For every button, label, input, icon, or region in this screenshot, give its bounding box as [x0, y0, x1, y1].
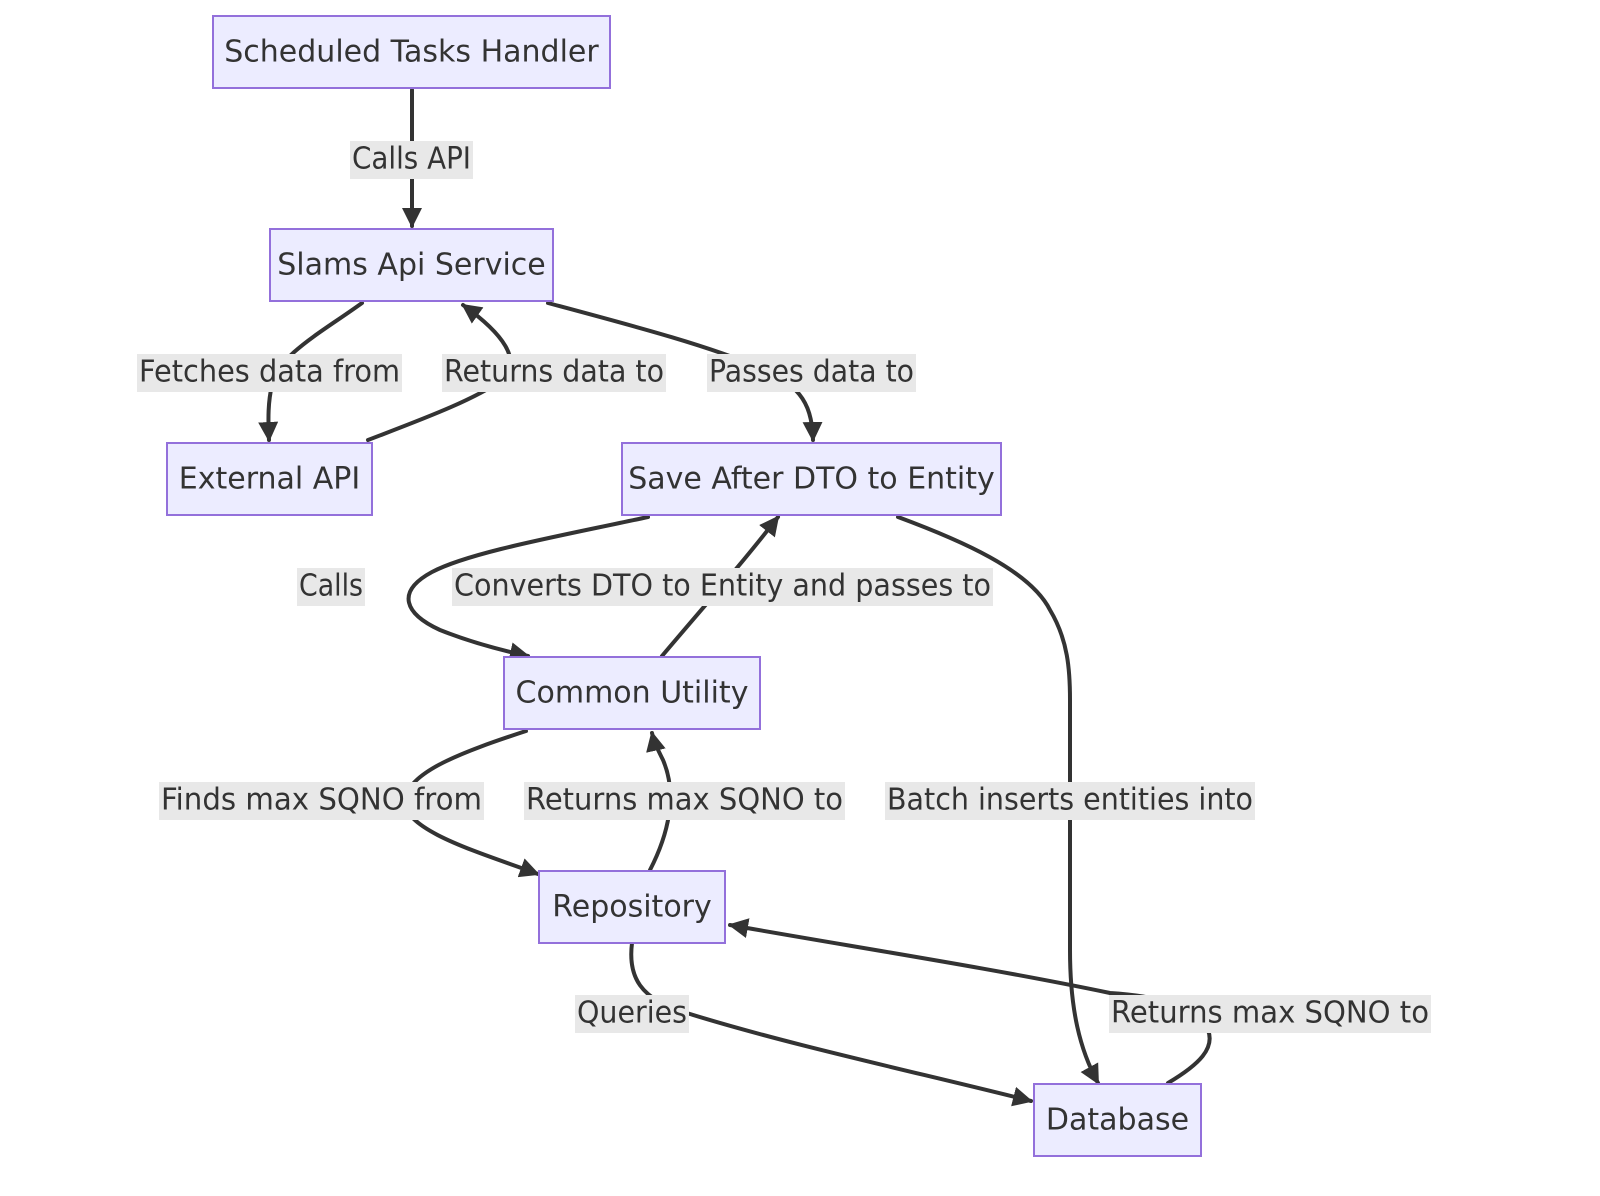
- node-slams-api-service: Slams Api Service: [269, 228, 554, 302]
- svg-text:Calls API: Calls API: [352, 142, 471, 177]
- node-label: Repository: [552, 890, 712, 925]
- node-scheduled-tasks-handler: Scheduled Tasks Handler: [212, 15, 611, 89]
- node-label: Scheduled Tasks Handler: [224, 35, 599, 70]
- node-label: Database: [1046, 1103, 1189, 1138]
- node-label: Save After DTO to Entity: [628, 462, 995, 497]
- edge-label-passes-data-to: Passes data to: [707, 354, 916, 392]
- node-common-utility: Common Utility: [503, 656, 761, 730]
- node-save-after-dto-to-entity: Save After DTO to Entity: [621, 442, 1002, 516]
- svg-text:Returns data to: Returns data to: [444, 355, 664, 390]
- edge-label-returns-data-to: Returns data to: [442, 354, 666, 392]
- edge-label-queries: Queries: [575, 995, 689, 1033]
- edge-label-returns-max-sqno-to-repository: Returns max SQNO to: [1109, 995, 1431, 1033]
- node-label: Common Utility: [516, 676, 749, 711]
- edge-label-batch-inserts: Batch inserts entities into: [885, 782, 1255, 820]
- edge-repository-to-common: [646, 731, 673, 872]
- svg-text:Calls: Calls: [299, 569, 363, 604]
- node-repository: Repository: [538, 870, 726, 944]
- edge-label-calls-api: Calls API: [350, 141, 473, 179]
- edge-save-to-common: [406, 515, 650, 663]
- edge-label-converts-dto-to-entity: Converts DTO to Entity and passes to: [452, 568, 993, 606]
- edge-repository-to-database: [629, 941, 1033, 1107]
- node-layer: Scheduled Tasks Handler Slams Api Servic…: [166, 15, 1202, 1157]
- svg-text:Converts DTO to Entity and pas: Converts DTO to Entity and passes to: [454, 569, 991, 604]
- edge-database-to-repository: [728, 918, 1212, 1085]
- node-external-api: External API: [166, 442, 373, 516]
- edge-label-returns-max-sqno-to-common: Returns max SQNO to: [524, 782, 845, 820]
- svg-text:Fetches data from: Fetches data from: [139, 355, 400, 390]
- node-label: External API: [179, 462, 360, 497]
- edge-label-calls: Calls: [297, 568, 365, 606]
- svg-text:Returns max SQNO to: Returns max SQNO to: [1111, 996, 1429, 1031]
- edge-label-finds-max-sqno-from: Finds max SQNO from: [159, 782, 484, 820]
- svg-text:Passes data to: Passes data to: [709, 355, 914, 390]
- svg-text:Returns max SQNO to: Returns max SQNO to: [526, 783, 843, 818]
- svg-text:Queries: Queries: [577, 996, 687, 1031]
- edge-label-layer: Calls API Fetches data from Returns data…: [137, 141, 1431, 1033]
- edge-label-fetches-data-from: Fetches data from: [137, 354, 402, 392]
- svg-text:Finds max SQNO from: Finds max SQNO from: [161, 783, 482, 818]
- node-database: Database: [1033, 1083, 1202, 1157]
- node-label: Slams Api Service: [277, 248, 545, 283]
- edge-save-to-database: [896, 515, 1100, 1085]
- svg-text:Batch inserts entities into: Batch inserts entities into: [887, 783, 1253, 818]
